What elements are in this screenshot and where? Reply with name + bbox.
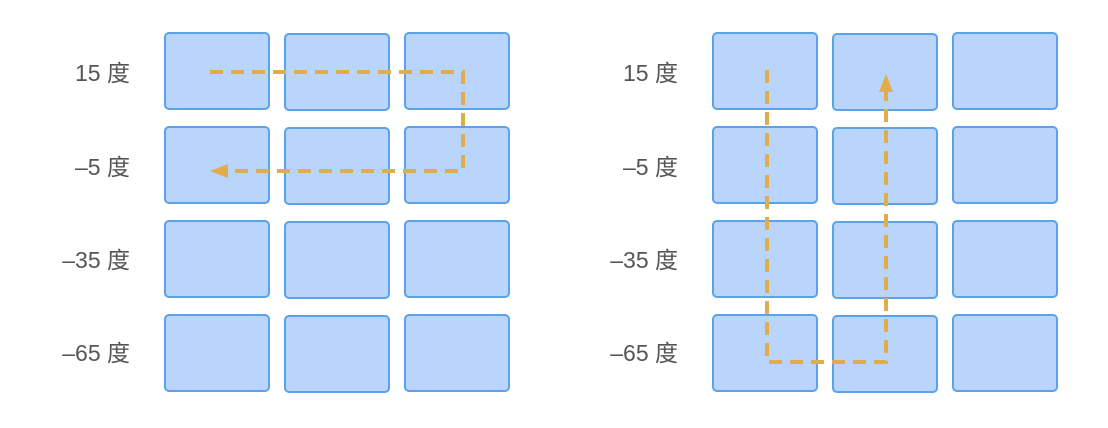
left-cell-r2-c3 [404, 126, 510, 204]
left-row-label-2: –5 度 [75, 154, 130, 180]
left-cell-r2-c2 [284, 127, 390, 205]
right-cell-r3-c3 [952, 220, 1058, 298]
right-cell-r3-c2 [832, 221, 938, 299]
right-row-label-1: 15 度 [623, 60, 678, 86]
right-row-label-3: –35 度 [610, 247, 678, 273]
left-cell-r4-c2 [284, 315, 390, 393]
right-cell-r3-c1 [712, 220, 818, 298]
right-cell-r2-c3 [952, 126, 1058, 204]
right-cell-r1-c1 [712, 32, 818, 110]
left-cell-r1-c3 [404, 32, 510, 110]
left-row-label-3: –35 度 [62, 247, 130, 273]
left-cell-r3-c2 [284, 221, 390, 299]
left-cell-r3-c3 [404, 220, 510, 298]
left-cell-r4-c3 [404, 314, 510, 392]
left-cell-r1-c2 [284, 33, 390, 111]
right-cell-r1-c3 [952, 32, 1058, 110]
right-cell-r1-c2 [832, 33, 938, 111]
right-cell-r4-c3 [952, 314, 1058, 392]
left-cell-r3-c1 [164, 220, 270, 298]
left-cell-r2-c1 [164, 126, 270, 204]
right-row-label-2: –5 度 [623, 154, 678, 180]
left-cell-r1-c1 [164, 32, 270, 110]
left-cell-r4-c1 [164, 314, 270, 392]
right-row-label-4: –65 度 [610, 340, 678, 366]
right-cell-r2-c1 [712, 126, 818, 204]
right-cell-r4-c2 [832, 315, 938, 393]
left-row-label-4: –65 度 [62, 340, 130, 366]
left-row-label-1: 15 度 [75, 60, 130, 86]
right-cell-r2-c2 [832, 127, 938, 205]
right-cell-r4-c1 [712, 314, 818, 392]
